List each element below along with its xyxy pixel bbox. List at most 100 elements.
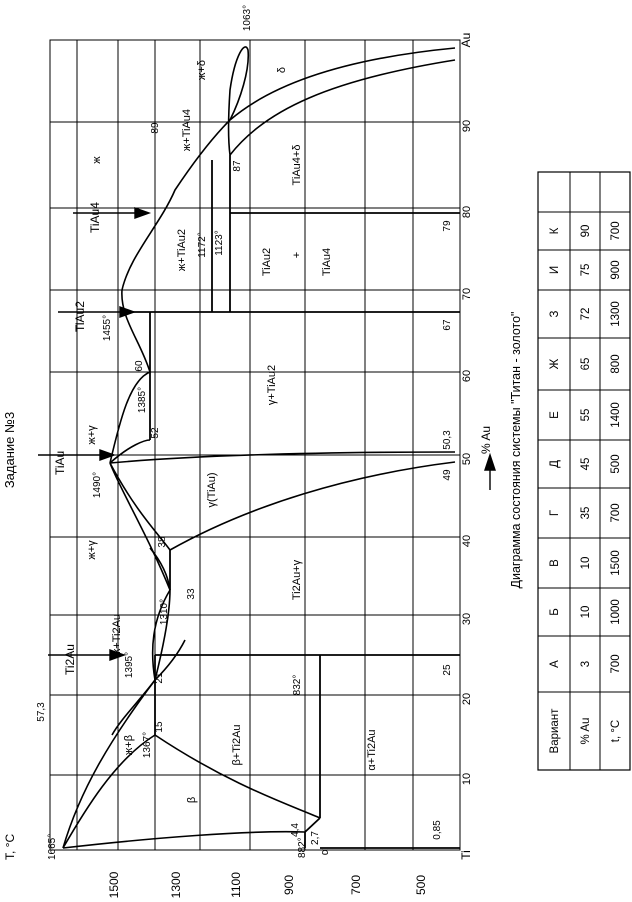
temp-1123: 1123° bbox=[214, 230, 225, 256]
temp-1455: 1455° bbox=[102, 315, 113, 341]
table-header: t, °C bbox=[610, 720, 622, 743]
table-cell: 72 bbox=[580, 308, 592, 321]
table-cell: 1300 bbox=[610, 301, 622, 327]
table-cell: И bbox=[549, 266, 561, 274]
caption: Диаграмма состояния системы "Титан - зол… bbox=[509, 312, 523, 589]
y-tick-label: 700 bbox=[349, 875, 363, 895]
table-header: Вариант bbox=[549, 708, 561, 754]
table-cell: Ж bbox=[549, 358, 561, 369]
table-cell: Д bbox=[549, 460, 561, 468]
table-cell: 90 bbox=[580, 225, 592, 238]
task-title: Задание №3 bbox=[2, 412, 17, 488]
liquidus-tiau2 bbox=[121, 119, 231, 373]
beta-ti2au-label: β+Ti2Au bbox=[231, 724, 243, 765]
y-axis-label: T, °C bbox=[3, 834, 17, 860]
tiau2-tiau4-1: TiAu2 bbox=[261, 248, 273, 276]
liq-ti2au-label: ж+Ti2Au bbox=[111, 614, 123, 656]
table-cell: 1400 bbox=[610, 402, 622, 428]
table-cell: 3 bbox=[580, 661, 592, 667]
alpha-ti2au-label: α+Ti2Au bbox=[366, 729, 378, 770]
x-tick-label: 80 bbox=[461, 206, 473, 218]
liq-tiau2-label: ж+TiAu2 bbox=[176, 229, 188, 271]
y-tick-label: 900 bbox=[282, 875, 296, 895]
phase-boundaries bbox=[62, 46, 456, 849]
gamma-to-1490 bbox=[109, 462, 171, 551]
temp-1395: 1395° bbox=[124, 652, 135, 678]
liq-tiau4-label: ж+TiAu4 bbox=[181, 109, 193, 151]
compound-arrow-label: Ti2Au bbox=[63, 644, 77, 675]
comp-60: 60 bbox=[134, 360, 145, 372]
table-cell: К bbox=[549, 227, 561, 234]
x-tick-label: 40 bbox=[461, 535, 473, 547]
comp-49: 49 bbox=[442, 469, 453, 481]
compound-arrow-head bbox=[119, 306, 137, 318]
table-cell: 1500 bbox=[610, 550, 622, 576]
table-cell: Е bbox=[549, 411, 561, 419]
compound-arrow-head bbox=[134, 207, 152, 219]
compound-arrow-head bbox=[109, 649, 127, 661]
comp-15: 15 bbox=[154, 721, 165, 733]
liq-delta-label: ж+δ bbox=[196, 60, 208, 80]
delta-boundary-a bbox=[229, 59, 456, 156]
comp-89: 89 bbox=[150, 122, 161, 134]
gamma-solvus-left bbox=[169, 461, 456, 551]
beta-solvus bbox=[154, 734, 321, 819]
liq-gamma-left bbox=[109, 462, 171, 591]
comp-57-3: 57,3 bbox=[36, 702, 47, 722]
right-element: Au bbox=[459, 33, 473, 48]
temp-1310: 1310° bbox=[159, 599, 170, 625]
diagram-grid bbox=[49, 39, 461, 851]
beta-lower-boundary bbox=[62, 830, 306, 849]
comp-87: 87 bbox=[232, 160, 243, 172]
table-cell: 700 bbox=[610, 221, 622, 240]
comp-4-4: 4,4 bbox=[290, 823, 301, 837]
temp-882: 882° bbox=[297, 837, 308, 858]
comp-33: 33 bbox=[186, 588, 197, 600]
temp-832: 832° bbox=[292, 675, 303, 696]
table-cell: 700 bbox=[610, 503, 622, 522]
comp-50-3: 50,3 bbox=[442, 430, 453, 450]
gamma-label: γ(TiAu) bbox=[206, 472, 218, 507]
liq-top-curve bbox=[111, 679, 156, 736]
x-tick-label: 50 bbox=[461, 453, 473, 465]
table-cell: 55 bbox=[580, 409, 592, 422]
temp-1367: 1367° bbox=[142, 732, 153, 758]
table-cell: Г bbox=[549, 509, 561, 516]
compound-arrow-label: TiAu4 bbox=[88, 202, 102, 233]
table-cell: В bbox=[549, 559, 561, 567]
alpha-label: α bbox=[319, 848, 331, 855]
liquidus-tiau4 bbox=[227, 46, 250, 156]
tiau2-tiau4-2: + bbox=[291, 252, 303, 258]
table-cell: 700 bbox=[610, 654, 622, 673]
ti2au-gamma-label: Ti2Au+γ bbox=[291, 559, 303, 600]
compound-arrow-head bbox=[99, 449, 117, 461]
comp-0-85: 0,85 bbox=[432, 820, 443, 840]
table-cell: 10 bbox=[580, 557, 592, 570]
loop-near-21 bbox=[151, 589, 171, 681]
temp-1172: 1172° bbox=[197, 232, 208, 258]
tiau2-tiau4-3: TiAu4 bbox=[321, 248, 333, 276]
table-cell: З bbox=[549, 310, 561, 317]
table-cell: 45 bbox=[580, 458, 592, 471]
table-cell: 10 bbox=[580, 606, 592, 619]
liq-gamma-a-label: ж+γ bbox=[86, 540, 98, 560]
x-tick-label: 10 bbox=[461, 773, 473, 785]
y-tick-label: 500 bbox=[414, 875, 428, 895]
comp-38: 38 bbox=[157, 536, 168, 548]
table-cell: 900 bbox=[610, 260, 622, 279]
au-axis-arrow-head bbox=[484, 452, 496, 471]
delta-boundary-b bbox=[229, 47, 456, 121]
delta-label: δ bbox=[276, 67, 288, 73]
liq-gamma-right bbox=[109, 371, 151, 464]
x-tick-label: 70 bbox=[461, 288, 473, 300]
x-tick-label: 20 bbox=[461, 693, 473, 705]
temp-1063: 1063° bbox=[242, 5, 253, 31]
y-tick-label: 1100 bbox=[229, 872, 243, 898]
gamma-1385 bbox=[109, 439, 151, 464]
y-tick-label: 1500 bbox=[107, 871, 121, 898]
x-tick-label: 90 bbox=[461, 120, 473, 132]
table-cell: 75 bbox=[580, 264, 592, 277]
liq-beta-label: ж+β bbox=[123, 735, 135, 755]
temp-1490: 1490° bbox=[92, 472, 103, 498]
